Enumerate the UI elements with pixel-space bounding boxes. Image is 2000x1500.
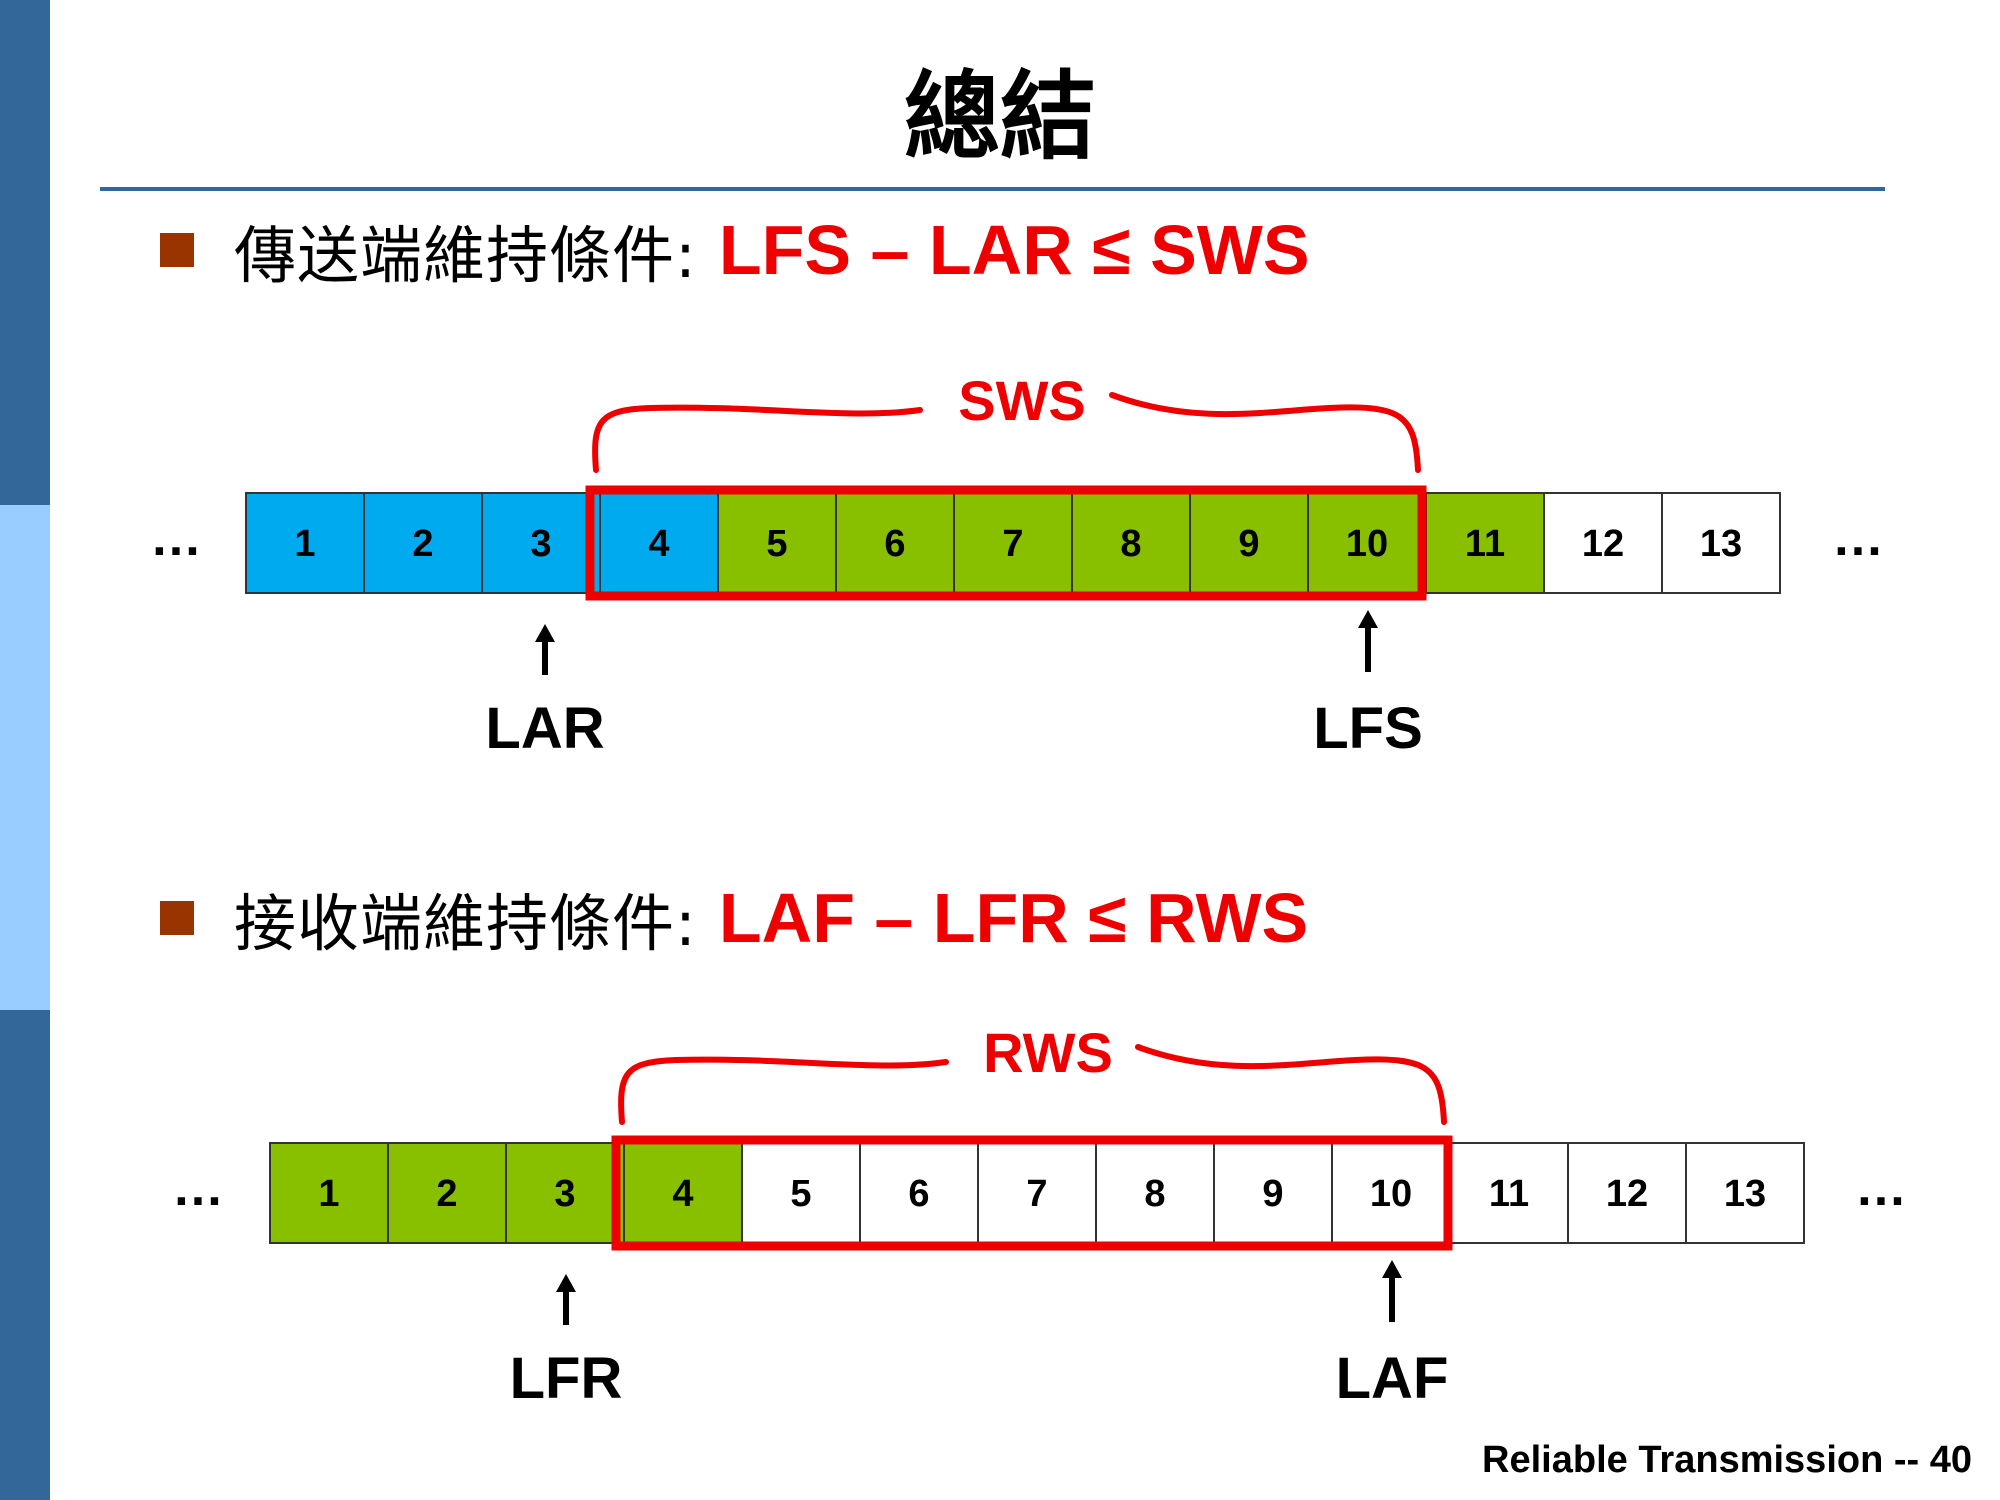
- sender-window-label: SWS: [958, 369, 1086, 432]
- receiver-cell-number: 5: [790, 1173, 811, 1215]
- lar-pointer-label: LAR: [485, 696, 604, 761]
- receiver-cell-2: [387, 1142, 507, 1244]
- sender-cell-2: [363, 492, 483, 594]
- footer-page-label: Reliable Transmission -- 40: [1482, 1439, 1972, 1481]
- sender-cell-number: 2: [412, 523, 433, 565]
- title-rule: [100, 187, 1885, 191]
- sender-window-brace-left: [592, 404, 923, 473]
- sender-cell-1: [245, 492, 365, 594]
- side-bar-top: [0, 0, 50, 505]
- sender-cell-number: 7: [1002, 523, 1023, 565]
- sender-window-frame: [585, 485, 1427, 601]
- laf-pointer-label: LAF: [1336, 1346, 1449, 1411]
- sender-cell-number: 5: [766, 523, 787, 565]
- receiver-window-label: RWS: [983, 1021, 1113, 1084]
- receiver-cell-number: 3: [554, 1173, 575, 1215]
- receiver-cell-number: 7: [1026, 1173, 1047, 1215]
- lfs-arrowhead-icon: [1358, 610, 1378, 628]
- sender-window-brace-right: [1109, 392, 1421, 473]
- sender-cell-number: 9: [1238, 523, 1259, 565]
- receiver-cell-number: 9: [1262, 1173, 1283, 1215]
- bullet-square-icon: [160, 233, 194, 267]
- receiver-cell-number: 1: [318, 1173, 339, 1215]
- receiver-cell-number: 6: [908, 1173, 929, 1215]
- sender-condition: 傳送端維持條件: LFS – LAR ≤ SWS: [160, 210, 1310, 292]
- lar-arrowhead-icon: [535, 624, 555, 642]
- receiver-window-frame: [611, 1135, 1453, 1251]
- receiver-ellipsis-left: …: [172, 1159, 230, 1217]
- sender-cell-number: 8: [1120, 523, 1141, 565]
- sender-condition-formula: LFS – LAR ≤ SWS: [718, 211, 1310, 289]
- sender-cell-number: 10: [1346, 523, 1388, 565]
- sender-cell-3: [481, 492, 601, 594]
- sender-cell-number: 4: [648, 523, 669, 565]
- side-bar-middle: [0, 505, 50, 1010]
- receiver-cell-4: [623, 1142, 743, 1244]
- sender-cell-number: 11: [1465, 523, 1505, 565]
- bullet-square-icon: [160, 901, 194, 935]
- lfr-pointer-label: LFR: [510, 1346, 623, 1411]
- laf-arrowhead-icon: [1382, 1260, 1402, 1278]
- receiver-cell-6: [859, 1142, 979, 1244]
- sender-cell-12: [1543, 492, 1663, 594]
- receiver-condition-formula: LAF – LFR ≤ RWS: [718, 879, 1309, 957]
- sender-cell-5: [717, 492, 837, 594]
- sender-cell-number: 1: [294, 523, 315, 565]
- sender-ellipsis-right: …: [1832, 509, 1890, 567]
- receiver-condition: 接收端維持條件: LAF – LFR ≤ RWS: [160, 878, 1309, 960]
- receiver-window-brace-left: [618, 1056, 949, 1125]
- receiver-cell-3: [505, 1142, 625, 1244]
- receiver-cell-number: 8: [1144, 1173, 1165, 1215]
- receiver-cell-13: [1685, 1142, 1805, 1244]
- receiver-cell-number: 11: [1489, 1173, 1529, 1215]
- receiver-condition-label: 接收端維持條件:: [234, 887, 697, 960]
- sender-ellipsis-left: …: [150, 509, 208, 567]
- sender-cell-number: 6: [884, 523, 905, 565]
- receiver-window-brace-right: [1135, 1044, 1447, 1125]
- sender-cell-number: 13: [1700, 523, 1742, 565]
- lfr-arrowhead-icon: [556, 1274, 576, 1292]
- sender-condition-label: 傳送端維持條件:: [234, 219, 697, 292]
- sender-cell-13: [1661, 492, 1781, 594]
- receiver-cell-number: 13: [1724, 1173, 1766, 1215]
- receiver-cell-8: [1095, 1142, 1215, 1244]
- lfs-pointer-label: LFS: [1313, 696, 1423, 761]
- receiver-ellipsis-right: …: [1855, 1159, 1913, 1217]
- receiver-cell-11: [1449, 1142, 1569, 1244]
- sender-cell-number: 3: [530, 523, 551, 565]
- sender-cell-number: 12: [1582, 523, 1624, 565]
- slide-title: 總結: [904, 61, 1096, 173]
- receiver-cell-number: 4: [672, 1173, 693, 1215]
- receiver-cell-number: 12: [1606, 1173, 1648, 1215]
- receiver-cell-number: 2: [436, 1173, 457, 1215]
- side-bar-bottom: [0, 1010, 50, 1500]
- receiver-cell-12: [1567, 1142, 1687, 1244]
- receiver-cell-number: 10: [1370, 1173, 1412, 1215]
- sender-cell-10: [1307, 492, 1427, 594]
- receiver-cell-9: [1213, 1142, 1333, 1244]
- sender-cell-9: [1189, 492, 1309, 594]
